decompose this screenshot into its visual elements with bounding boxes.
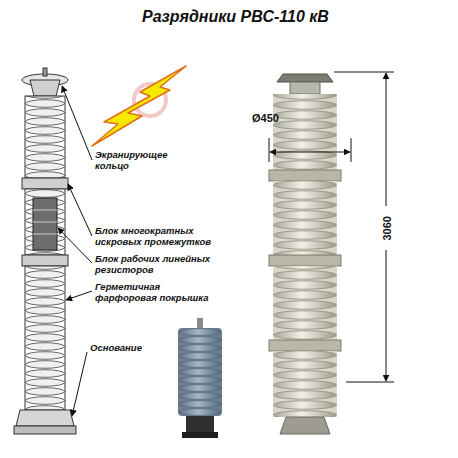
dimension-label: Ø450	[252, 112, 279, 125]
diagram-title: Разрядники РВС-110 кВ	[142, 8, 329, 26]
arrester-photo	[269, 74, 341, 434]
part-label: Герметичная фарфоровая покрышка	[95, 282, 220, 304]
dimension-lines	[269, 72, 394, 382]
lightning-bolt	[92, 66, 186, 146]
polymer-arrester	[178, 318, 222, 438]
arrester-schematic	[14, 68, 76, 434]
leader-lines	[58, 86, 92, 416]
part-label: Блок многократных искровых промежутков	[95, 226, 220, 248]
dimension-label: 3060	[381, 215, 394, 241]
part-label: Основание	[90, 343, 170, 354]
part-label: Блок рабочих линейных резисторов	[95, 254, 220, 276]
part-label: Экранирующее кольцо	[95, 150, 185, 172]
